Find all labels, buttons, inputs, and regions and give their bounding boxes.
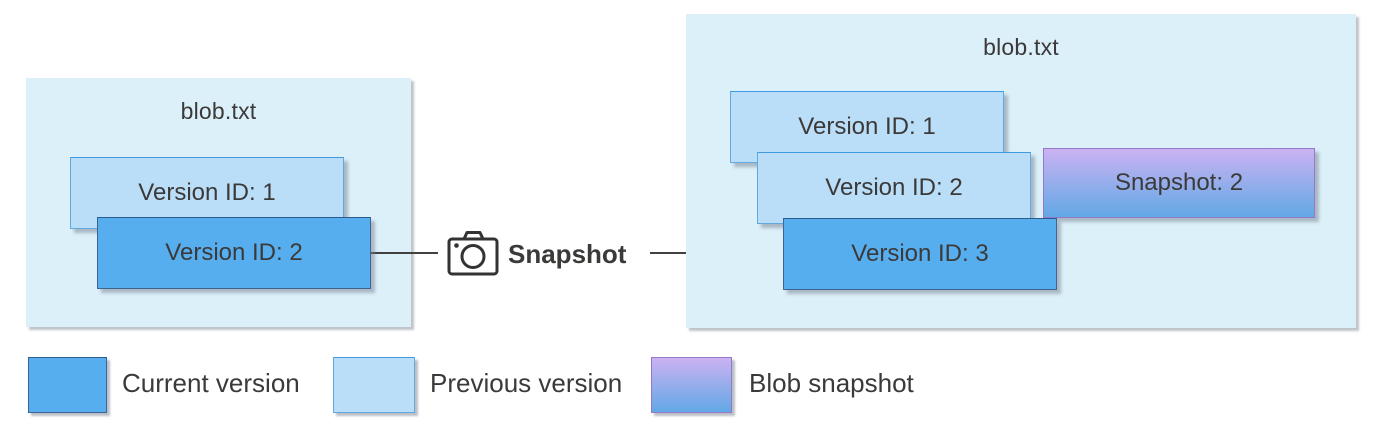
right-version-1-label: Version ID: 1	[798, 113, 936, 140]
left-version-2-label: Version ID: 2	[165, 239, 303, 266]
legend-current-label: Current version	[122, 368, 300, 398]
camera-icon	[447, 231, 499, 276]
snapshot-action-label: Snapshot	[508, 239, 627, 269]
legend-previous-swatch	[333, 357, 415, 413]
legend-snapshot-swatch	[651, 357, 732, 413]
right-version-3-box: Version ID: 3	[783, 218, 1057, 290]
left-version-1-label: Version ID: 1	[138, 179, 276, 206]
left-blob-panel: blob.txt Version ID: 1 Version ID: 2	[26, 78, 411, 327]
right-blob-panel: blob.txt Version ID: 1 Version ID: 2 Sna…	[686, 14, 1356, 328]
right-version-2-label: Version ID: 2	[825, 174, 963, 201]
snapshot-2-box: Snapshot: 2	[1043, 148, 1315, 218]
legend-current-swatch	[28, 357, 107, 413]
right-version-3-label: Version ID: 3	[851, 240, 989, 267]
legend-snapshot-label: Blob snapshot	[749, 368, 914, 398]
legend-previous-label: Previous version	[430, 368, 623, 398]
right-blob-title: blob.txt	[983, 34, 1059, 60]
left-version-2-box: Version ID: 2	[97, 217, 371, 289]
left-blob-title: blob.txt	[180, 98, 257, 124]
right-version-2-box: Version ID: 2	[757, 152, 1031, 224]
snapshot-2-label: Snapshot: 2	[1114, 169, 1244, 196]
connector-line-left	[370, 252, 438, 254]
